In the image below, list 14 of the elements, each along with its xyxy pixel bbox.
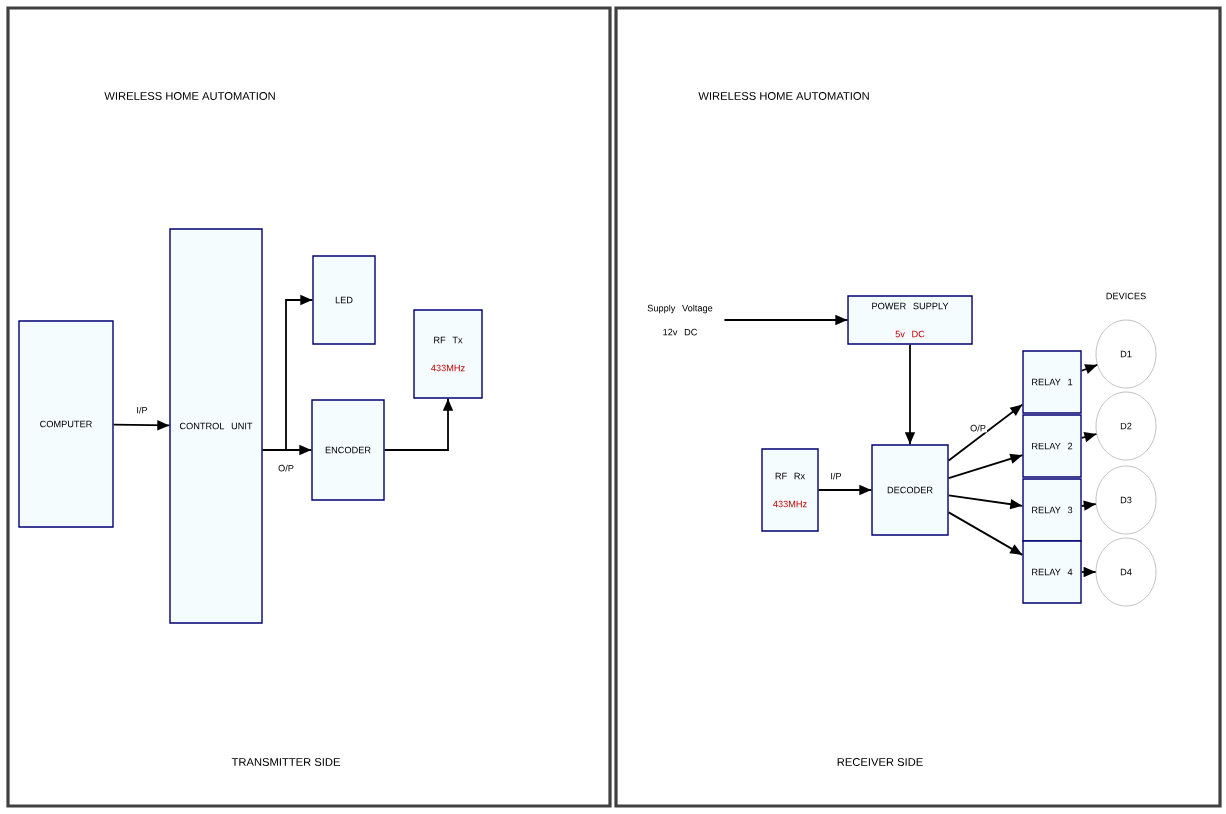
arrow xyxy=(817,484,873,496)
arrow xyxy=(261,444,313,456)
arrow xyxy=(1080,364,1099,375)
arrow xyxy=(947,403,1024,462)
arrow xyxy=(1080,566,1097,578)
arrow xyxy=(112,420,171,431)
arrow xyxy=(947,494,1024,510)
arrow xyxy=(1080,432,1098,443)
arrow xyxy=(383,397,454,451)
arrow xyxy=(1080,500,1097,511)
arrow xyxy=(947,511,1024,556)
arrow xyxy=(904,343,916,446)
arrow xyxy=(947,453,1024,479)
arrow xyxy=(723,314,849,326)
